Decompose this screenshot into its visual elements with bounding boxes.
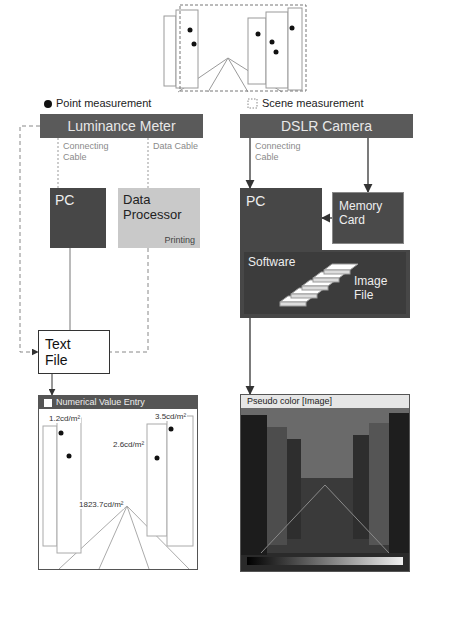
ground-line [228, 58, 248, 92]
point-bullet [44, 100, 52, 108]
box-label: Software [248, 255, 295, 269]
measure-dot [169, 427, 174, 432]
checkbox-icon [44, 399, 52, 407]
box-label: DSLR Camera [240, 118, 413, 134]
cable-label: Connecting Cable [63, 141, 115, 163]
building [248, 18, 266, 84]
file-edge [324, 270, 350, 274]
building [389, 413, 409, 553]
box-sublabel: Printing [164, 235, 195, 245]
title-bar [241, 395, 409, 408]
pseudo-picture [241, 395, 409, 571]
building [167, 416, 193, 546]
box-label: Text File [45, 336, 89, 368]
box-label: Data Processor [123, 192, 193, 222]
cable-label: Connecting Cable [255, 141, 307, 163]
ground-line [208, 58, 228, 92]
box-label: PC [55, 192, 74, 208]
cable-connector [52, 374, 53, 395]
building [267, 427, 287, 545]
pc-box: PC [50, 188, 106, 248]
method-heading: Point measurement [56, 97, 151, 109]
memory-card-box: Memory Card [332, 192, 404, 244]
building [288, 8, 302, 90]
file-edge [313, 278, 339, 282]
file-edge [280, 302, 306, 306]
building [147, 424, 167, 536]
measure-dot [192, 42, 197, 47]
scene-frame [180, 5, 306, 91]
measure-dot [274, 50, 279, 55]
file-edge [302, 286, 328, 290]
luminance-value: 3.5cd/m² [154, 412, 187, 421]
cable-connector [110, 248, 148, 352]
device-box: DSLR Camera [240, 114, 413, 138]
cable-connector [367, 138, 368, 192]
pc-outline [240, 188, 410, 318]
device-box: Luminance Meter [40, 114, 203, 138]
box-label: Pseudo color [Image] [247, 396, 332, 407]
building [266, 12, 288, 88]
cable-connector [58, 138, 59, 188]
ground-line [127, 506, 149, 569]
building [164, 16, 176, 86]
measure-dot [188, 28, 193, 33]
building [241, 415, 267, 555]
measure-dot [67, 454, 72, 459]
measure-dot [256, 32, 261, 37]
ground-line [99, 506, 127, 569]
box-label: PC [246, 193, 265, 209]
scale-bar [247, 557, 403, 565]
street-sketch [43, 416, 193, 569]
cable-connector [148, 138, 149, 188]
luminance-value: 1.2cd/m² [48, 414, 81, 423]
result-panel: Pseudo color [Image] [240, 394, 410, 572]
street-scene [164, 8, 302, 92]
box-label: Memory Card [339, 199, 397, 227]
cable-label: Data Cable [153, 141, 205, 152]
building [57, 418, 81, 553]
luminance-value: 1823.7cd/m² [78, 500, 124, 509]
box-label: Luminance Meter [40, 118, 203, 134]
road-lines [261, 485, 389, 553]
cable-connector [322, 217, 332, 218]
building [369, 423, 389, 545]
file-box: Text File [38, 330, 110, 374]
measure-dot [155, 456, 160, 461]
box-label: Numerical Value Entry [56, 397, 145, 408]
box-sublabel: Image File [354, 274, 398, 302]
cable-connector [70, 248, 71, 330]
processor-box: Data ProcessorPrinting [118, 188, 200, 248]
measure-dot [290, 26, 295, 31]
cable-connector [249, 138, 250, 188]
building [287, 439, 301, 539]
building [176, 10, 198, 88]
building [43, 426, 57, 546]
measure-points [188, 26, 295, 55]
software-box: SoftwareImage File [244, 252, 406, 314]
scene-square [248, 99, 257, 108]
measure-dot [270, 40, 275, 45]
cable-connector [249, 318, 250, 394]
file-edge [291, 294, 317, 298]
measure-dot [59, 431, 64, 436]
title-bar [39, 396, 197, 409]
file-page [324, 264, 358, 270]
method-heading: Scene measurement [262, 97, 364, 109]
cable-connector [20, 126, 40, 352]
luminance-value: 2.6cd/m² [112, 440, 145, 449]
